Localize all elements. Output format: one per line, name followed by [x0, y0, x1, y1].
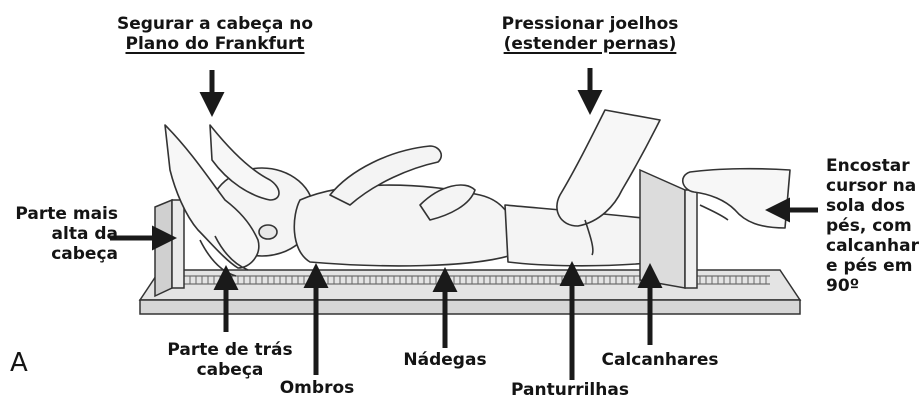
label-cursor-line2: cursor na	[826, 176, 921, 196]
label-cursor-line6: e pés em	[826, 256, 921, 276]
label-cursor-line3: sola dos	[826, 196, 921, 216]
label-buttocks: Nádegas	[385, 350, 505, 370]
label-head-frankfurt-line2: Plano do Frankfurt	[125, 34, 304, 54]
label-cursor-line1: Encostar	[826, 156, 921, 176]
adult-hand-cursor	[683, 169, 790, 228]
fixed-headboard	[155, 200, 184, 296]
label-top-head-line2: alta da	[8, 224, 118, 244]
label-shoulders: Ombros	[262, 378, 372, 398]
label-calves: Panturrilhas	[500, 380, 640, 400]
infant-torso	[294, 185, 514, 266]
label-back-head-line1: Parte de trás	[140, 340, 320, 360]
label-top-head-line1: Parte mais	[8, 204, 118, 224]
label-knees: Pressionar joelhos (estender pernas)	[490, 14, 690, 54]
label-cursor-line7: 90º	[826, 276, 921, 296]
label-back-head: Parte de trás cabeça	[140, 340, 320, 380]
label-knees-line2: (estender pernas)	[504, 34, 677, 54]
label-back-head-line2: cabeça	[140, 360, 320, 380]
label-top-head-line3: cabeça	[8, 244, 118, 264]
label-head-frankfurt: Segurar a cabeça no Plano do Frankfurt	[100, 14, 330, 54]
label-top-head: Parte mais alta da cabeça	[8, 204, 118, 264]
label-head-frankfurt-line1: Segurar a cabeça no	[100, 14, 330, 34]
panel-letter: A	[10, 348, 28, 378]
label-cursor: Encostar cursor na sola dos pés, com cal…	[826, 156, 921, 296]
label-knees-line1: Pressionar joelhos	[490, 14, 690, 34]
label-cursor-line5: calcanhar	[826, 236, 921, 256]
measuring-board	[140, 270, 800, 314]
label-cursor-line4: pés, com	[826, 216, 921, 236]
label-heels: Calcanhares	[595, 350, 725, 370]
